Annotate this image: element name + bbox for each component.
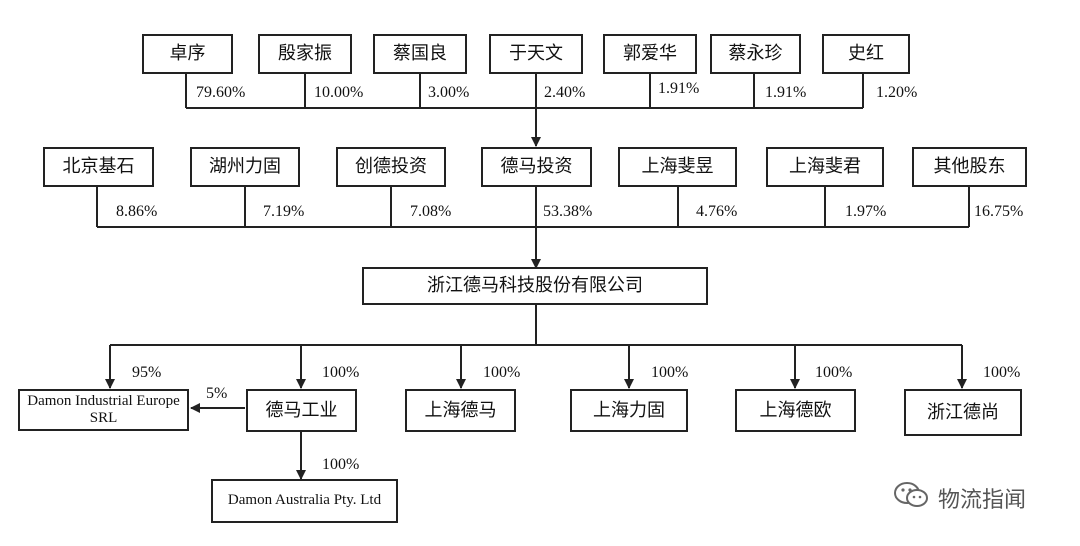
ownership-pct: 1.91%	[658, 80, 700, 97]
wechat-icon	[892, 480, 930, 510]
shareholder-box: 蔡永珍	[710, 34, 801, 74]
shareholder-box: 史红	[822, 34, 910, 74]
shareholder-box: 创德投资	[336, 147, 446, 187]
subsidiary-box: 德马工业	[246, 389, 357, 432]
ownership-pct: 100%	[815, 364, 853, 381]
shareholder-box: 北京基石	[43, 147, 154, 187]
shareholder-box: 其他股东	[912, 147, 1027, 187]
ownership-pct: 53.38%	[543, 203, 593, 220]
shareholder-box: 上海斐昱	[618, 147, 737, 187]
ownership-pct: 16.75%	[974, 203, 1024, 220]
ownership-pct: 8.86%	[116, 203, 158, 220]
ownership-pct: 95%	[132, 364, 162, 381]
subsidiary-name: Damon Industrial Europe SRL	[27, 392, 180, 426]
shareholder-name: 史红	[848, 43, 884, 65]
ownership-pct: 2.40%	[544, 84, 586, 101]
subsidiary-box: 上海德马	[405, 389, 516, 432]
shareholder-box: 湖州力固	[190, 147, 300, 187]
ownership-pct: 3.00%	[428, 84, 470, 101]
subsidiary-box: 上海力固	[570, 389, 688, 432]
ownership-pct: 100%	[322, 456, 360, 473]
shareholder-name: 蔡永珍	[728, 43, 783, 65]
subsidiary-name: Damon Australia Pty. Ltd	[227, 492, 382, 509]
subsidiary-box: Damon Industrial Europe SRL	[18, 389, 189, 431]
shareholder-name: 郭爱华	[623, 43, 677, 65]
shareholder-name: 殷家振	[278, 43, 332, 65]
shareholder-box: 于天文	[489, 34, 583, 74]
shareholder-box: 上海斐君	[766, 147, 884, 187]
ownership-pct: 1.91%	[765, 84, 807, 101]
ownership-pct: 100%	[322, 364, 360, 381]
ownership-pct: 4.76%	[696, 203, 738, 220]
ownership-pct: 1.97%	[845, 203, 887, 220]
ownership-pct: 100%	[483, 364, 521, 381]
shareholder-box: 卓序	[142, 34, 233, 74]
subsidiary-name: 上海力固	[593, 399, 665, 421]
ownership-pct: 1.20%	[876, 84, 918, 101]
ownership-pct: 100%	[651, 364, 689, 381]
shareholder-name: 其他股东	[933, 156, 1006, 178]
cross-holding-pct: 5%	[206, 385, 228, 402]
shareholder-name: 德马投资	[500, 156, 573, 178]
main-company-box: 浙江德马科技股份有限公司	[362, 267, 708, 305]
shareholder-box: 蔡国良	[373, 34, 467, 74]
shareholder-name: 上海斐昱	[641, 156, 714, 178]
sub-subsidiary-box: Damon Australia Pty. Ltd	[211, 479, 398, 523]
shareholder-box: 郭爱华	[603, 34, 697, 74]
shareholder-name: 上海斐君	[789, 156, 861, 178]
shareholder-name: 北京基石	[62, 156, 135, 178]
shareholder-name: 卓序	[169, 43, 206, 65]
subsidiary-name: 德马工业	[265, 399, 338, 421]
subsidiary-box: 上海德欧	[735, 389, 856, 432]
ownership-pct: 10.00%	[314, 84, 364, 101]
shareholder-name: 湖州力固	[209, 156, 281, 178]
ownership-pct: 7.08%	[410, 203, 452, 220]
shareholder-name: 创德投资	[355, 156, 427, 178]
ownership-pct: 100%	[983, 364, 1021, 381]
shareholder-name: 蔡国良	[393, 43, 447, 65]
shareholder-box: 殷家振	[258, 34, 352, 74]
company-name: 浙江德马科技股份有限公司	[427, 275, 643, 297]
holding-company-box: 德马投资	[481, 147, 592, 187]
subsidiary-name: 上海德欧	[759, 399, 832, 421]
subsidiary-box: 浙江德尚	[904, 389, 1022, 436]
watermark-text: 物流指闻	[938, 488, 1027, 513]
ownership-pct: 79.60%	[196, 84, 246, 101]
ownership-pct: 7.19%	[263, 203, 305, 220]
subsidiary-name: 上海德马	[424, 399, 497, 421]
shareholder-name: 于天文	[509, 43, 563, 65]
subsidiary-name: 浙江德尚	[927, 401, 999, 423]
